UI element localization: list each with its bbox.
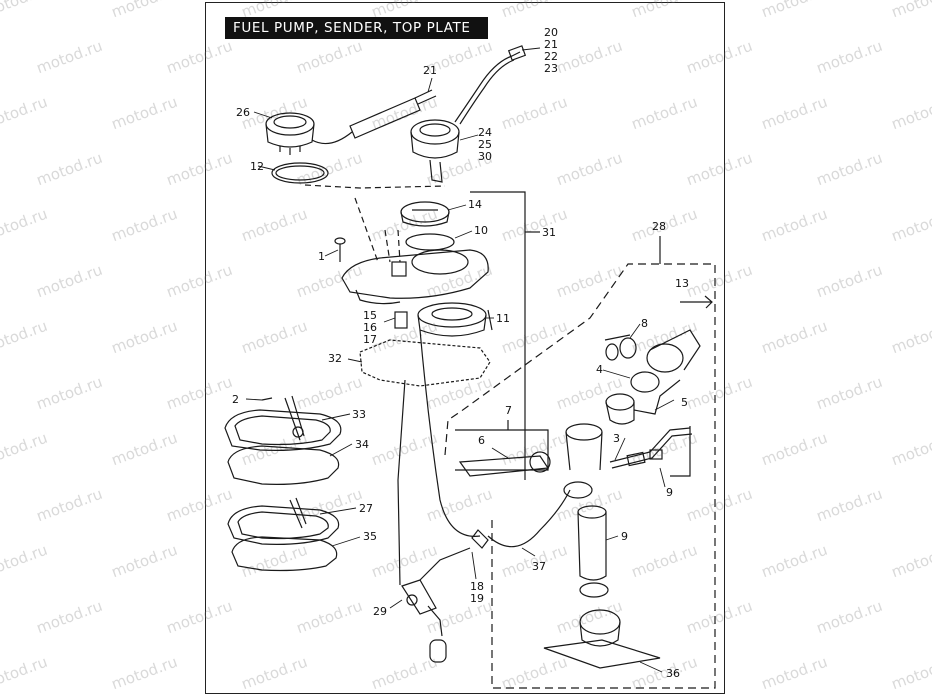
part-5-filter xyxy=(605,393,635,425)
callout-9b: 9 xyxy=(621,530,628,543)
callout-14: 14 xyxy=(468,198,482,211)
callout-20: 20 xyxy=(544,26,558,39)
callout-18: 18 xyxy=(470,580,484,593)
part-9-fuel-pump xyxy=(563,423,609,598)
part-13-line xyxy=(680,295,713,309)
part-12-o-ring xyxy=(271,162,329,184)
callout-31: 31 xyxy=(542,226,556,239)
callout-35: 35 xyxy=(363,530,377,543)
callout-29: 29 xyxy=(373,605,387,618)
part-34-gasket xyxy=(227,445,340,485)
part-24-pump-top xyxy=(410,119,460,183)
wire-sender xyxy=(419,329,481,537)
part-26-gauge-housing xyxy=(265,112,315,155)
callout-5: 5 xyxy=(681,396,688,409)
part-1-screw xyxy=(334,237,346,262)
part-33-plate xyxy=(224,395,342,451)
part-27-plate xyxy=(227,497,340,545)
callout-2: 2 xyxy=(232,393,239,406)
callout-12: 12 xyxy=(250,160,264,173)
part-29-sender xyxy=(397,379,471,663)
callout-33: 33 xyxy=(352,408,366,421)
part-21-harness xyxy=(311,89,437,145)
part-3-fuel-line xyxy=(609,427,693,469)
callout-17: 17 xyxy=(363,333,377,346)
callout-7: 7 xyxy=(505,404,512,417)
part-4-o-ring xyxy=(630,371,660,393)
diagram-frame xyxy=(205,2,725,694)
callout-16: 16 xyxy=(363,321,377,334)
bracket-31 xyxy=(470,191,526,480)
callout-22: 22 xyxy=(544,50,558,63)
callout-27: 27 xyxy=(359,502,373,515)
callout-3: 3 xyxy=(613,432,620,445)
callout-11: 11 xyxy=(496,312,510,325)
callout-4: 4 xyxy=(596,363,603,376)
callout-30: 30 xyxy=(478,150,492,163)
callout-28: 28 xyxy=(652,220,666,233)
callout-26: 26 xyxy=(236,106,250,119)
callout-24: 24 xyxy=(478,126,492,139)
callout-25: 25 xyxy=(478,138,492,151)
part-8-fittings xyxy=(604,334,637,361)
part-14-cap xyxy=(400,201,450,227)
part-2-clip xyxy=(261,397,273,401)
callout-9a: 9 xyxy=(666,486,673,499)
pump-head xyxy=(646,329,701,373)
part-32-gasket xyxy=(359,339,491,387)
callout-32: 32 xyxy=(328,352,342,365)
diagram-title: FUEL PUMP, SENDER, TOP PLATE xyxy=(225,17,488,39)
part-16-connector xyxy=(394,311,408,329)
callout-19: 19 xyxy=(470,592,484,605)
callout-21a: 21 xyxy=(544,38,558,51)
part-31-top-plate xyxy=(341,249,489,305)
part-10-o-ring xyxy=(405,233,455,251)
part-28-kit-outline xyxy=(444,263,716,689)
callout-15: 15 xyxy=(363,309,377,322)
callout-6: 6 xyxy=(478,434,485,447)
callout-36: 36 xyxy=(666,667,680,680)
callout-8: 8 xyxy=(641,317,648,330)
part-35-gasket xyxy=(231,536,338,572)
callout-37: 37 xyxy=(532,560,546,573)
harness-wire xyxy=(454,51,521,123)
callout-23: 23 xyxy=(544,62,558,75)
callout-21b: 21 xyxy=(423,64,437,77)
callout-1: 1 xyxy=(318,250,325,263)
callout-10: 10 xyxy=(474,224,488,237)
part-36-strainer xyxy=(543,609,661,669)
part-7-box xyxy=(455,429,549,471)
part-37-wire xyxy=(487,489,571,548)
part-11-ring xyxy=(417,302,493,337)
part-6-regulator xyxy=(458,451,551,477)
callout-13: 13 xyxy=(675,277,689,290)
callout-34: 34 xyxy=(355,438,369,451)
